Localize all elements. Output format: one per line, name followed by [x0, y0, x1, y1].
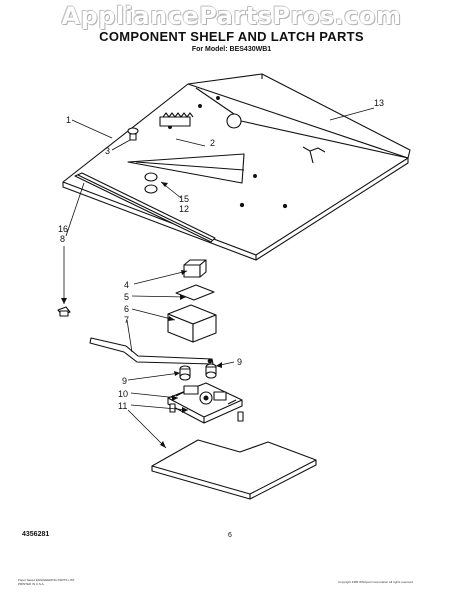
callout-12: 12: [179, 204, 189, 214]
callout-9-left: 9: [122, 376, 127, 386]
callout-10: 10: [118, 389, 128, 399]
grommets: [144, 172, 158, 194]
callout-13: 13: [374, 98, 384, 108]
watermark: AppliancePartsPros.com: [61, 2, 402, 30]
small-clip: [57, 306, 71, 317]
callout-2: 2: [210, 138, 215, 148]
callout-11: 11: [118, 401, 127, 411]
leader-lines: [63, 107, 375, 449]
callout-16: 16: [58, 224, 68, 234]
screw: [127, 127, 139, 141]
page-title: COMPONENT SHELF AND LATCH PARTS: [99, 29, 364, 44]
page-number: 6: [228, 532, 232, 539]
callout-labels: 1 2 3 13 15 12 16 8 4 5 6 7 9 9 10 11: [58, 98, 384, 411]
cover-plate: [151, 439, 317, 500]
bushing-left: [179, 365, 191, 381]
callout-8: 8: [60, 234, 65, 244]
callout-6: 6: [124, 304, 129, 314]
model-line: For Model: BES430WB1: [191, 46, 272, 53]
wedge-bracket: [127, 153, 245, 184]
callout-1: 1: [66, 115, 71, 125]
footer-left: Paper based ENGINEERING PARTS LIST PRINT…: [18, 578, 75, 586]
callout-7: 7: [124, 315, 129, 325]
arrow-heads: [61, 182, 222, 448]
callout-4: 4: [124, 280, 129, 290]
document-number: 4356281: [22, 531, 50, 538]
top-panel: [187, 73, 411, 159]
callout-5: 5: [124, 292, 129, 302]
latch-switch: [183, 259, 207, 278]
callout-9-right: 9: [237, 357, 242, 367]
callout-3: 3: [105, 146, 110, 156]
rail-strip: [74, 172, 216, 243]
latch-mechanism: [167, 382, 244, 424]
insulator: [175, 284, 215, 301]
footer-right: Copyright 1986 Whirlpool Corporation All…: [338, 580, 413, 584]
callout-15: 15: [179, 194, 189, 204]
bushing-right: [205, 363, 217, 379]
terminal-block: [159, 112, 194, 127]
switch-bracket: [167, 304, 217, 343]
